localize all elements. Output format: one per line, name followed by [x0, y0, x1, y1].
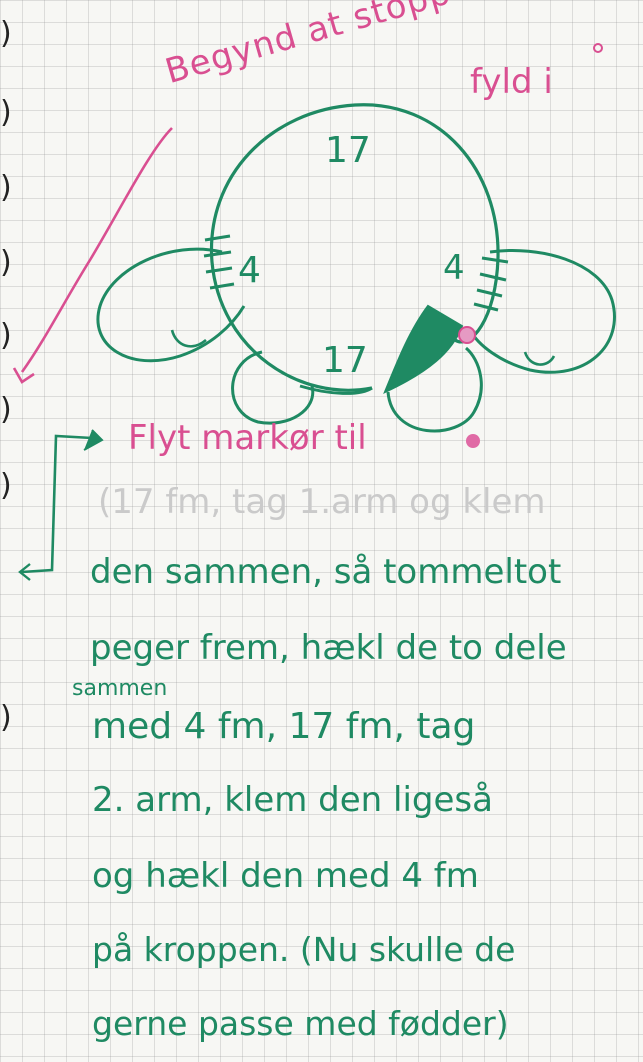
marker-dot	[458, 326, 476, 344]
pink-arrow	[20, 127, 173, 373]
label-top-17: 17	[325, 130, 371, 171]
right-arm	[468, 248, 616, 374]
margin-paren: )	[0, 392, 12, 427]
instruction-line: og hækl den med 4 fm	[92, 856, 479, 896]
instruction-line: med 4 fm, 17 fm, tag	[92, 706, 476, 747]
left-foot	[231, 350, 315, 425]
right-foot	[386, 346, 483, 433]
margin-paren: )	[0, 16, 12, 51]
margin-paren: )	[0, 95, 12, 130]
instruction-line: på kroppen. (Nu skulle de	[92, 930, 516, 969]
label-bottom-17: 17	[322, 340, 368, 381]
instruction-line: gerne passe med fødder)	[92, 1004, 509, 1043]
margin-paren: )	[0, 700, 12, 735]
margin-paren: )	[0, 245, 12, 280]
inserted-word: sammen	[72, 676, 168, 701]
left-arm	[96, 247, 246, 363]
green-bracket-arrow	[21, 434, 93, 574]
margin-paren: )	[0, 318, 12, 353]
instruction-line: peger frem, hækl de to dele	[90, 628, 567, 668]
margin-paren: )	[0, 468, 12, 503]
label-left-4: 4	[238, 250, 261, 291]
pink-dot	[466, 434, 480, 448]
note-move-marker: Flyt markør til	[128, 418, 367, 458]
instruction-line: 2. arm, klem den ligeså	[92, 780, 493, 820]
note-fyld: fyld i	[470, 62, 553, 102]
body-circle	[209, 103, 500, 392]
label-right-4: 4	[443, 248, 465, 288]
margin-paren: )	[0, 170, 12, 205]
instruction-line: den sammen, så tommeltot	[90, 552, 562, 592]
stuffing-opening	[383, 304, 464, 394]
instruction-line: (17 fm, tag 1.arm og klem	[98, 482, 546, 522]
